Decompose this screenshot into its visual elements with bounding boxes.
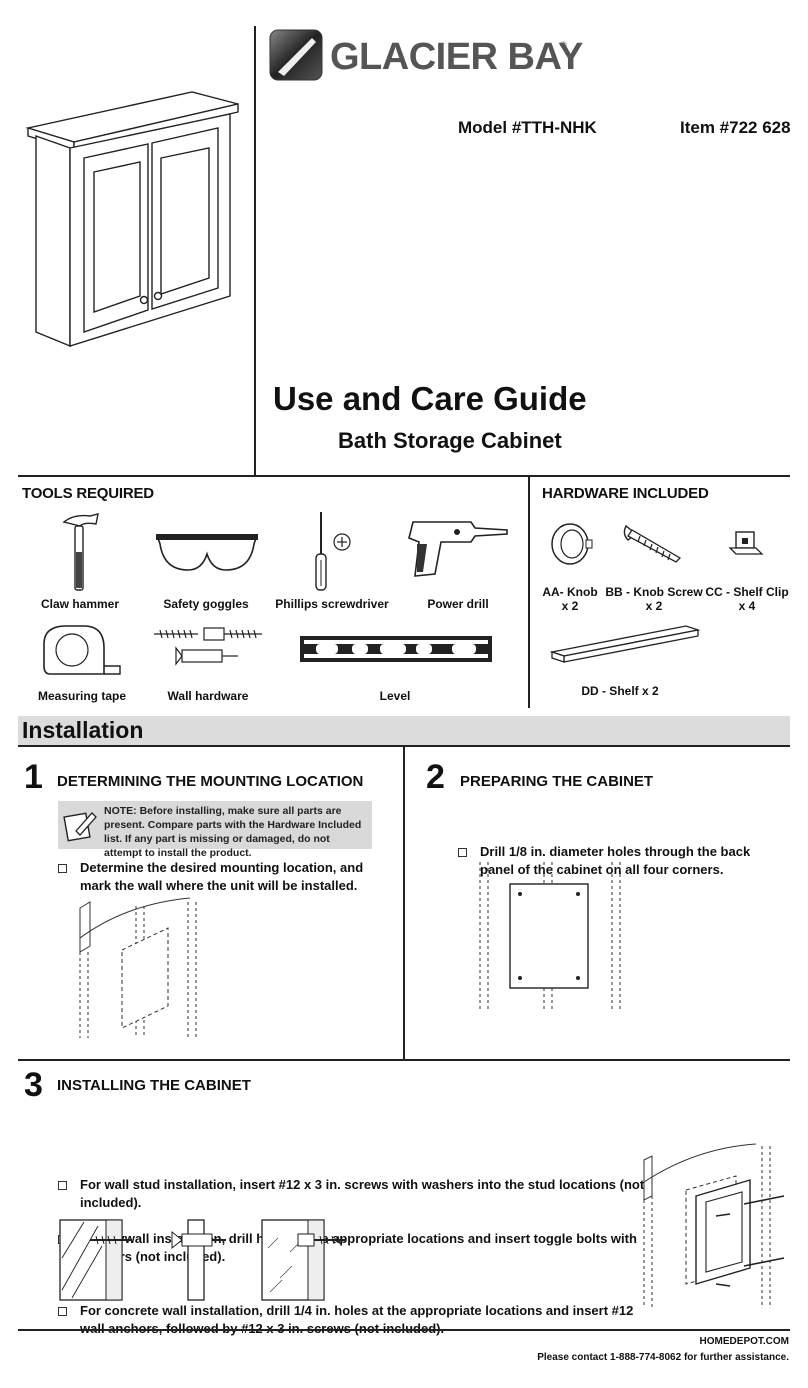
tool-label-screwdriver: Phillips screwdriver [275, 597, 389, 611]
footer-contact: Please contact 1-888-774-8062 for furthe… [537, 1352, 789, 1363]
step-rule-2-3 [18, 1059, 790, 1061]
step-1-title: DETERMINING THE MOUNTING LOCATION [57, 773, 364, 790]
note-box: NOTE: Before installing, make sure all p… [58, 801, 372, 859]
installation-bar [18, 716, 790, 746]
installation-heading: Installation [22, 717, 144, 743]
item-number: Item #722 628 [680, 118, 791, 137]
brand-logo: GLACIER BAY ® [268, 28, 583, 84]
step-2-bullet: Drill 1/8 in. diameter holes through the… [458, 843, 780, 879]
tool-label-tape: Measuring tape [37, 689, 127, 703]
model-number: Model #TTH-NHK [458, 118, 597, 137]
hardware-aa-qty: x 2 [561, 599, 579, 613]
tool-label-hammer: Claw hammer [40, 597, 120, 611]
note-pencil-icon [63, 812, 97, 842]
tool-label-wall-hardware: Wall hardware [167, 689, 249, 703]
step-1-number: 1 [24, 758, 43, 796]
level-icon [300, 636, 492, 662]
drill-icon [408, 521, 508, 577]
hardware-bb-qty: x 2 [645, 599, 663, 613]
step-2-title: PREPARING THE CABINET [460, 773, 654, 790]
cabinet-mounting-diagram [643, 1143, 785, 1308]
hardware-cc-name: CC - Shelf Clip [705, 585, 789, 599]
page-subtitle: Bath Storage Cabinet [338, 428, 562, 453]
hardware-cc-qty: x 4 [738, 599, 756, 613]
hardware-aa-name: AA- Knob [542, 585, 598, 599]
step-3-title: INSTALLING THE CABINET [57, 1077, 251, 1094]
tool-label-drill: Power drill [427, 597, 489, 611]
shelf-clip-icon [728, 531, 764, 555]
footer-rule [18, 1329, 790, 1331]
tool-label-goggles: Safety goggles [163, 597, 249, 611]
tools-hardware-divider [528, 476, 530, 708]
hardware-heading: HARDWARE INCLUDED [542, 485, 709, 502]
screwdriver-icon [315, 512, 351, 591]
hardware-bb-name: BB - Knob Screw [605, 585, 703, 599]
tool-label-level: Level [379, 689, 411, 703]
tools-heading: TOOLS REQUIRED [22, 485, 154, 502]
step-2-number: 2 [426, 758, 445, 796]
page-title: Use and Care Guide [273, 380, 587, 417]
header-rule [18, 475, 790, 477]
footer-site: HOMEDEPOT.COM [699, 1336, 789, 1347]
brand-name: GLACIER BAY [330, 36, 583, 78]
step-1-bullet: Determine the desired mounting location,… [58, 859, 390, 895]
step-3-number: 3 [24, 1066, 43, 1104]
toggle-bolt-diagram [171, 1219, 226, 1301]
stud-installation-diagram [59, 1219, 132, 1301]
concrete-anchor-diagram [261, 1219, 346, 1301]
registered-mark: ® [560, 40, 567, 50]
note-label: NOTE: [104, 805, 137, 817]
shelf-icon [549, 625, 701, 663]
note-text: NOTE: Before installing, make sure all p… [104, 804, 370, 860]
step-2-cabinet-back-diagram [479, 862, 621, 1012]
step-3-bullet-stud: For wall stud installation, insert #12 x… [58, 1176, 680, 1212]
hardware-dd-name: DD - Shelf x 2 [581, 684, 659, 698]
glacier-bay-emblem-icon [269, 29, 323, 81]
knob-icon [551, 523, 593, 565]
installation-rule [18, 745, 790, 747]
step-1-wall-diagram [79, 897, 197, 1038]
hammer-icon [62, 513, 99, 591]
header-divider [254, 26, 256, 476]
goggles-icon [156, 534, 258, 571]
step-3-bullet-drywall: For drywall installation, drill holes at… [58, 1230, 650, 1266]
cabinet-illustration [25, 91, 239, 348]
step-divider-1-2 [403, 746, 405, 1060]
wall-hardware-icon [154, 627, 262, 666]
tape-measure-icon [43, 625, 121, 675]
screw-icon [623, 524, 682, 563]
step-3-bullet-concrete: For concrete wall installation, drill 1/… [58, 1302, 650, 1338]
note-body: Before installing, make sure all parts a… [104, 805, 362, 859]
